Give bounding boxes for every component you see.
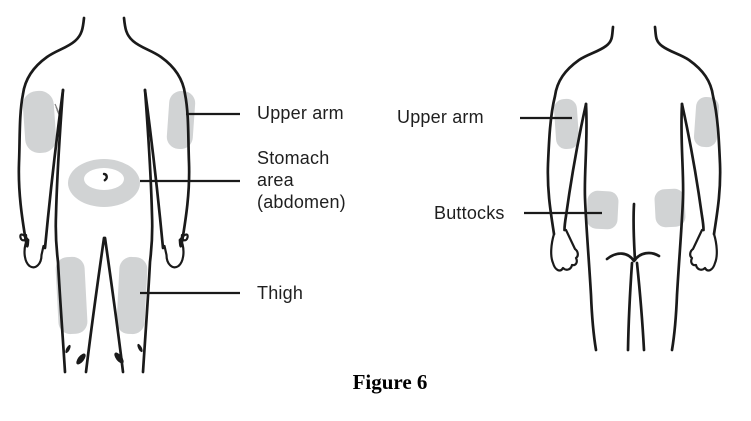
spine-line	[632, 202, 637, 262]
site-thigh-left	[55, 256, 88, 335]
back-left-torso-leg-line	[583, 102, 598, 352]
label-upper-arm-back: Upper arm	[397, 107, 484, 127]
front-left-hand	[19, 233, 45, 269]
back-inner-left-leg-line	[626, 261, 634, 352]
front-right-shoulder-arm-outline	[122, 16, 191, 248]
back-left-inner-arm-line	[563, 102, 588, 232]
site-upper-arm-left-back	[553, 98, 580, 150]
front-inner-left-leg-line	[84, 236, 106, 374]
back-right-shoulder-arm-outline	[653, 25, 722, 236]
back-right-inner-arm-line	[680, 102, 705, 232]
knee-mark-outer-left	[65, 344, 71, 354]
back-inner-right-leg-line	[635, 261, 646, 352]
back-right-fist	[689, 228, 718, 272]
label-buttocks: Buttocks	[434, 203, 505, 223]
site-upper-arm-right-back	[693, 96, 720, 148]
navel-mark	[102, 172, 108, 182]
label-upper-arm-front: Upper arm	[257, 103, 344, 123]
front-left-torso-leg-line	[54, 88, 67, 374]
back-figure	[546, 25, 722, 352]
site-upper-arm-right-front	[166, 90, 196, 150]
armpit-hatch-squiggle	[54, 103, 62, 120]
stomach-area-inner-ring	[84, 168, 124, 190]
front-right-hand	[163, 233, 189, 269]
label-thigh: Thigh	[257, 283, 304, 303]
site-upper-arm-left-front	[22, 90, 57, 154]
buttock-crease-line	[605, 251, 661, 263]
label-stomach-area: Stomach area (abdomen)	[257, 148, 346, 212]
back-right-torso-leg-line	[670, 102, 685, 352]
knee-mark-inner-right	[114, 352, 124, 364]
front-left-shoulder-arm-outline	[17, 16, 86, 248]
front-figure	[17, 16, 196, 374]
knee-mark-inner-left	[76, 353, 86, 365]
back-left-fist	[550, 228, 579, 272]
site-buttock-left	[586, 190, 619, 230]
front-right-torso-leg-line	[141, 88, 154, 374]
back-left-shoulder-arm-outline	[546, 25, 615, 236]
figure-caption: Figure 6	[352, 370, 428, 394]
knee-mark-outer-right	[137, 343, 143, 353]
site-thigh-right	[116, 256, 148, 335]
site-buttock-right	[654, 188, 686, 228]
